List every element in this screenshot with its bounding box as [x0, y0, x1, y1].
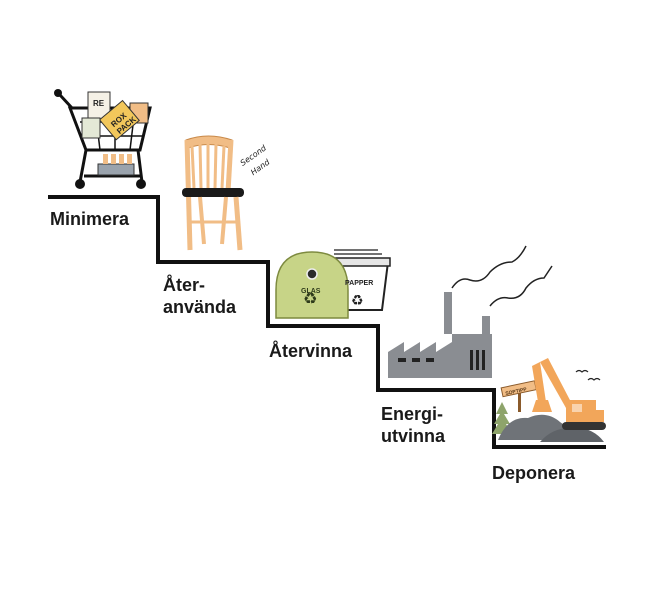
glass-bin-label: GLAS — [301, 288, 321, 295]
paper-bin-label: PAPPER — [345, 280, 373, 287]
staircase-line — [48, 197, 606, 447]
step-label-deponera: Deponera — [492, 462, 575, 484]
cart-bag-text-1: RE — [93, 99, 105, 108]
svg-text:♻: ♻ — [351, 293, 364, 309]
landfill-excavator-icon — [492, 358, 606, 442]
step-label-ateranvanda-line2: använda — [163, 296, 236, 318]
step-label-atervinna: Återvinna — [269, 340, 352, 362]
chair-icon — [182, 136, 244, 250]
step-label-energiutvinna-line2: utvinna — [381, 425, 445, 447]
factory-icon — [388, 246, 552, 378]
step-label-ateranvanda-line1: Åter- — [163, 274, 236, 296]
step-label-energiutvinna-line1: Energi- — [381, 403, 445, 425]
step-label-minimera: Minimera — [50, 208, 129, 230]
step-label-energiutvinna: Energi- utvinna — [381, 403, 445, 447]
step-label-ateranvanda: Åter- använda — [163, 274, 236, 318]
